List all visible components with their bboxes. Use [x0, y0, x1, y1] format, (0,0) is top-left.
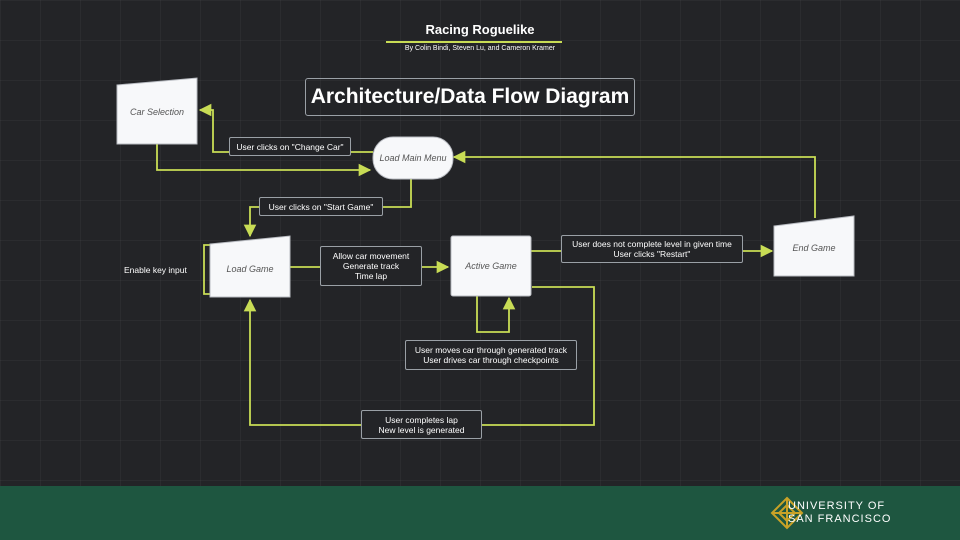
label-driving: User moves car through generated track U… — [405, 340, 577, 370]
diagram-title: Architecture/Data Flow Diagram — [305, 78, 635, 116]
driving-line-2: User drives car through checkpoints — [423, 355, 559, 365]
node-car-selection: Car Selection — [129, 107, 185, 117]
node-shape-car-selection — [116, 77, 198, 145]
node-load-game: Load Game — [226, 263, 274, 274]
label-end-conditions: User does not complete level in given ti… — [561, 235, 743, 263]
arrow-end-to-menu — [452, 150, 816, 218]
university-name-line-2: SAN FRANCISCO — [788, 513, 892, 525]
node-end-game: End Game — [792, 243, 836, 253]
title-underline — [386, 41, 562, 43]
label-change-car: User clicks on "Change Car" — [229, 137, 351, 156]
key-input-bracket — [203, 244, 210, 295]
node-active-game: Active Game — [465, 261, 517, 271]
load-action-2: Generate track — [342, 261, 400, 271]
node-load-main-menu: Load Main Menu — [379, 153, 447, 163]
end-condition-2: User clicks "Restart" — [613, 249, 691, 259]
label-load-actions: Allow car movement Generate track Time l… — [320, 246, 422, 286]
node-shape-load-main-menu — [372, 136, 454, 180]
load-action-1: Allow car movement — [332, 251, 410, 261]
arrow-car-selection-to-menu — [156, 137, 372, 177]
label-enable-key-input: Enable key input — [124, 265, 187, 275]
usf-logo-icon — [770, 496, 804, 530]
university-name: UNIVERSITY OF SAN FRANCISCO — [788, 500, 891, 526]
lap-line-2: New level is generated — [378, 424, 465, 435]
authors-line: By Colin Bindi, Steven Lu, and Cameron K… — [404, 45, 556, 52]
university-name-line-1: UNIVERSITY OF — [788, 500, 886, 512]
arrow-active-self-loop — [476, 296, 516, 333]
end-condition-1: User does not complete level in given ti… — [572, 239, 732, 249]
load-action-3: Time lap — [354, 271, 388, 281]
lap-line-1: User completes lap — [385, 414, 458, 425]
driving-line-1: User moves car through generated track — [414, 345, 568, 355]
node-shape-active-game — [450, 235, 532, 297]
node-shape-end-game — [773, 215, 855, 277]
label-start-game: User clicks on "Start Game" — [259, 197, 383, 216]
label-lap-complete: User completes lap New level is generate… — [361, 410, 482, 439]
arrow-active-to-load-game — [243, 286, 595, 426]
presentation-title: Racing Roguelike — [425, 22, 535, 37]
node-shape-load-game — [209, 235, 291, 298]
